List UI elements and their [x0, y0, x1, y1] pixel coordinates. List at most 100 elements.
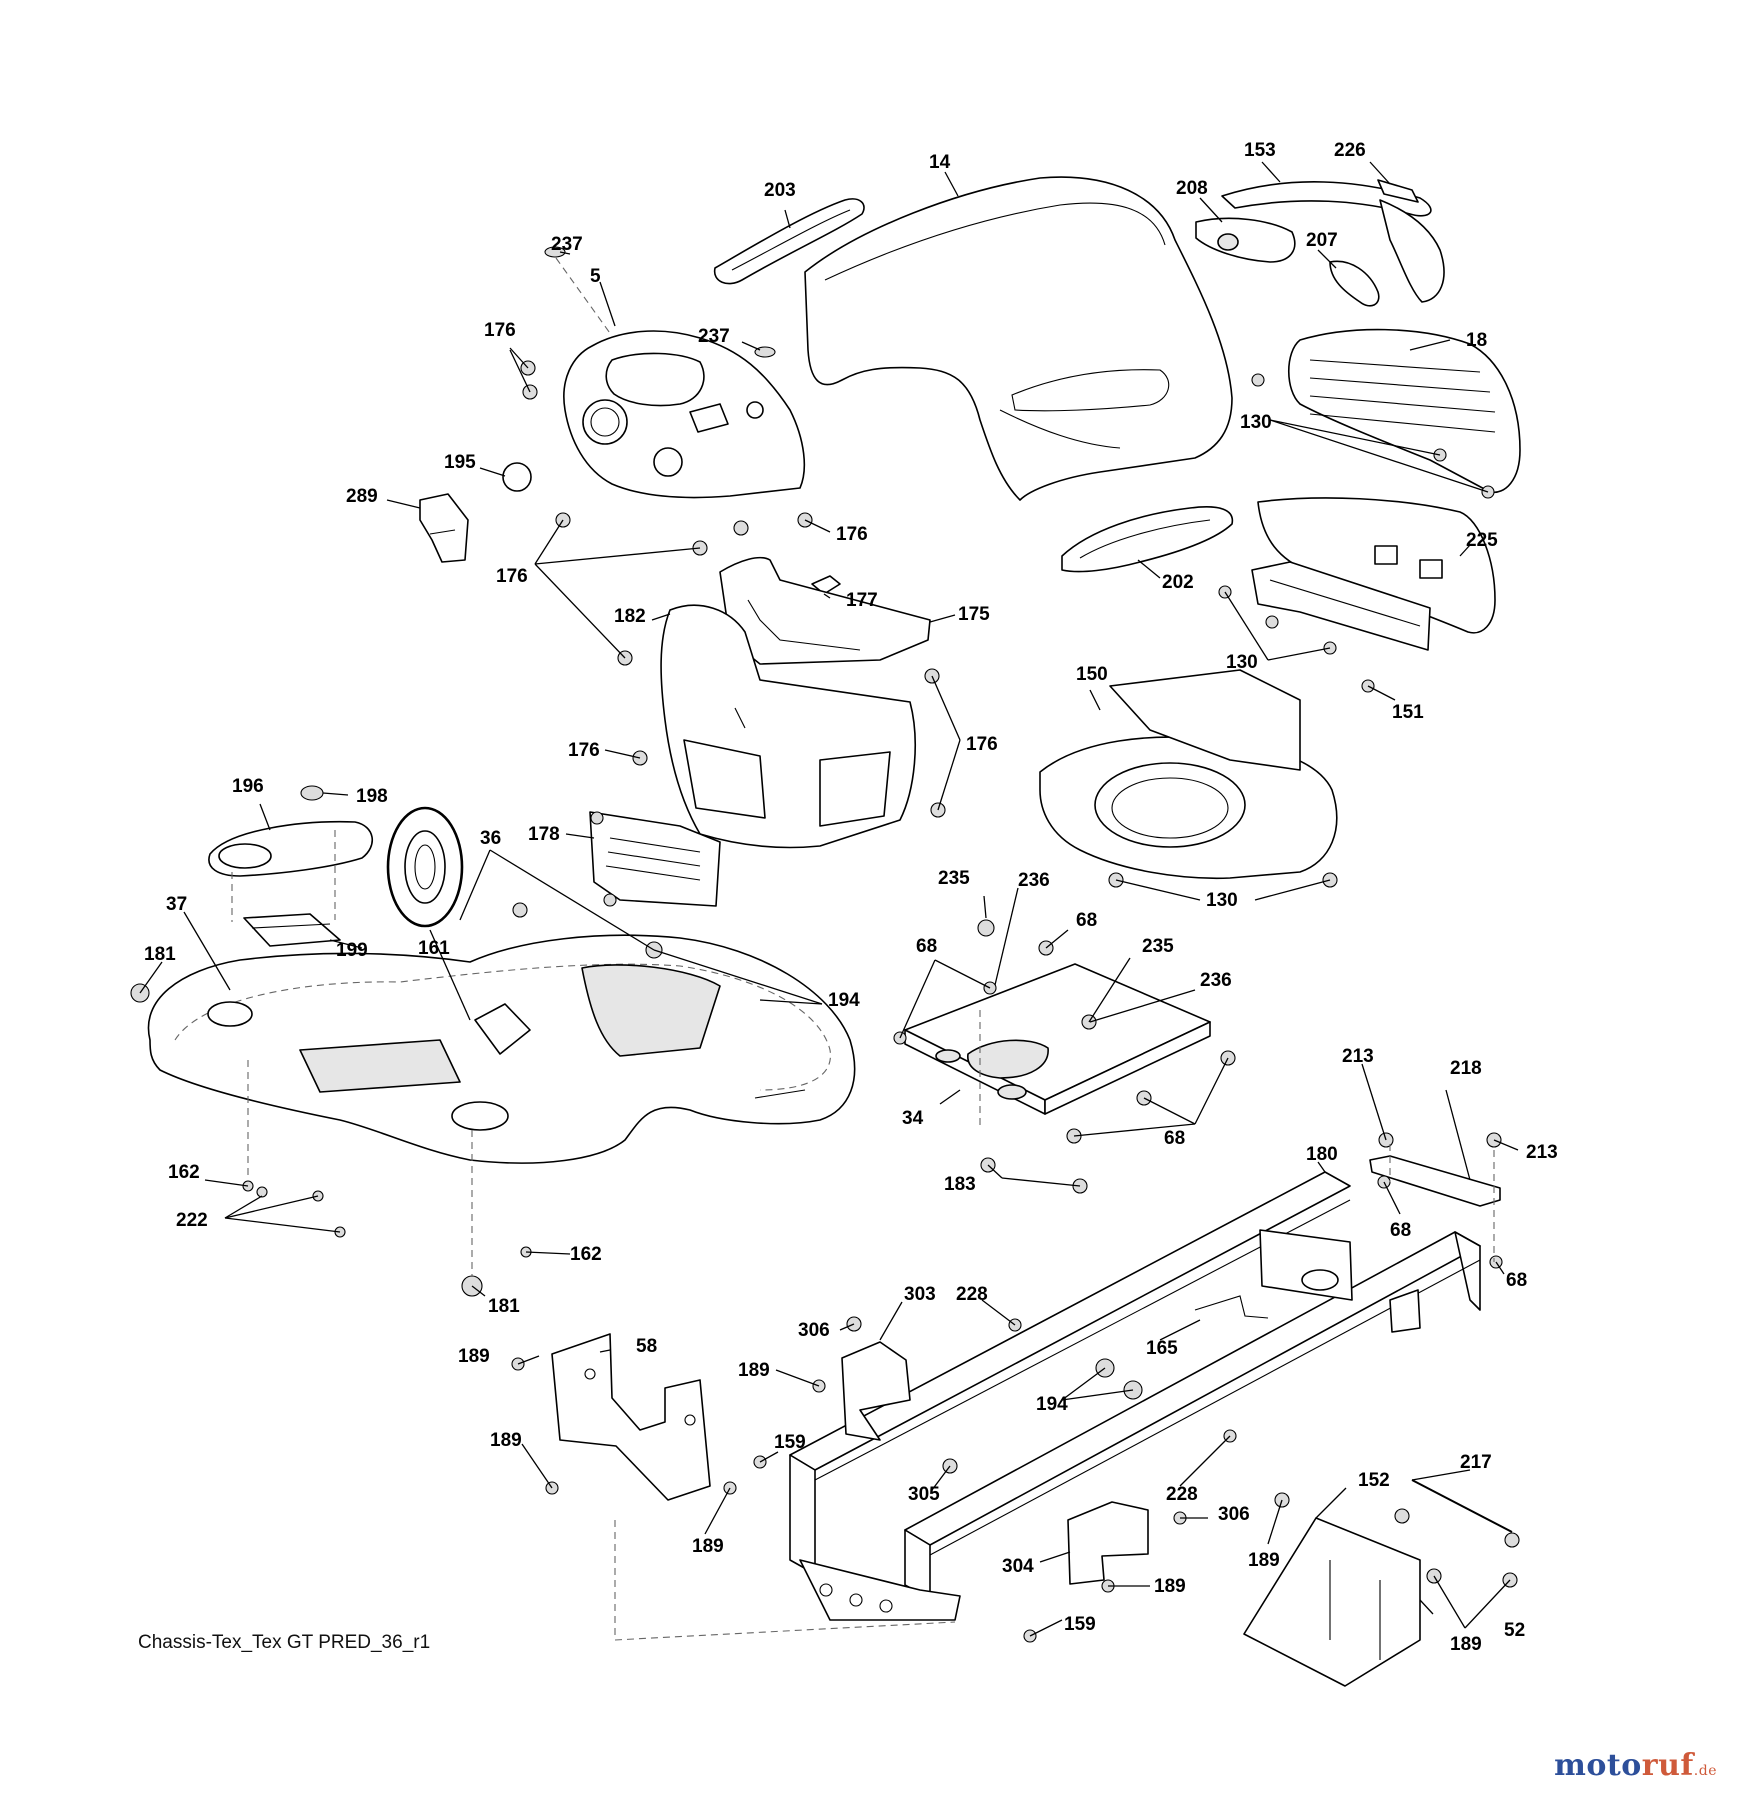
callout-36: 36	[480, 828, 501, 849]
part-37-footrest	[147, 934, 856, 1164]
part-226	[1377, 179, 1419, 203]
part-199	[243, 913, 341, 947]
callout-176: 176	[568, 740, 600, 761]
part-153	[1221, 181, 1445, 303]
part-5-dash-panel	[563, 330, 806, 499]
callout-14: 14	[929, 152, 951, 173]
callout-203: 203	[764, 180, 796, 201]
part-34-plate	[904, 963, 1211, 1115]
part-207	[1329, 260, 1380, 307]
callout-151: 151	[1392, 702, 1424, 723]
callout-37: 37	[166, 894, 187, 915]
callout-176: 176	[484, 320, 516, 341]
callout-237: 237	[698, 326, 730, 347]
callout-176: 176	[836, 524, 868, 545]
callout-217: 217	[1460, 1452, 1492, 1473]
callout-189: 189	[692, 1536, 724, 1557]
callout-159: 159	[1064, 1614, 1096, 1635]
part-165	[1194, 1295, 1269, 1319]
callout-237: 237	[551, 234, 583, 255]
watermark-brand-a: moto	[1554, 1748, 1642, 1783]
part-178-vent	[589, 811, 721, 907]
callout-235: 235	[938, 868, 970, 889]
callout-162: 162	[570, 1244, 602, 1265]
callout-213: 213	[1342, 1046, 1374, 1067]
callout-208: 208	[1176, 178, 1208, 199]
callout-306: 306	[798, 1320, 830, 1341]
part-195-plug	[502, 462, 532, 492]
callout-213: 213	[1526, 1142, 1558, 1163]
callout-198: 198	[356, 786, 388, 807]
part-150-shroud	[1039, 669, 1338, 880]
leader-lines	[139, 161, 1519, 1637]
part-18-grille	[1288, 328, 1521, 494]
part-151-bracket	[1251, 561, 1431, 651]
callout-236: 236	[1200, 970, 1232, 991]
part-225	[1257, 497, 1496, 634]
part-198-knob	[300, 785, 324, 801]
callout-228: 228	[1166, 1484, 1198, 1505]
callout-182: 182	[614, 606, 646, 627]
callout-218: 218	[1450, 1058, 1482, 1079]
part-203	[713, 198, 865, 285]
callout-165: 165	[1146, 1338, 1178, 1359]
callout-303: 303	[904, 1284, 936, 1305]
callout-177: 177	[846, 590, 878, 611]
callout-189: 189	[490, 1430, 522, 1451]
part-180-frame	[789, 1171, 1481, 1621]
hood-part	[804, 176, 1233, 501]
part-237-clip	[544, 246, 566, 258]
callout-194: 194	[828, 990, 860, 1011]
part-161-detail	[386, 806, 464, 928]
site-watermark: motoruf.de	[1554, 1748, 1717, 1783]
part-304	[1067, 1501, 1149, 1585]
callout-159: 159	[774, 1432, 806, 1453]
callout-181: 181	[488, 1296, 520, 1317]
callout-176: 176	[496, 566, 528, 587]
watermark-brand-b: ruf	[1641, 1748, 1694, 1783]
part-289	[419, 493, 469, 563]
callout-68: 68	[1506, 1270, 1527, 1291]
callout-153: 153	[1244, 140, 1276, 161]
part-217-rod	[1411, 1479, 1513, 1533]
callout-162: 162	[168, 1162, 200, 1183]
part-152-guard	[1243, 1517, 1421, 1687]
part-175-bracket	[719, 556, 931, 665]
diagram-caption: Chassis-Tex_Tex GT PRED_36_r1	[138, 1632, 431, 1653]
callouts: 14 203 237 5 176 237 195 289 176 176 153…	[144, 140, 1558, 1655]
part-303	[841, 1341, 911, 1441]
callout-236: 236	[1018, 870, 1050, 891]
callout-222: 222	[176, 1210, 208, 1231]
callout-5: 5	[590, 266, 601, 287]
callout-68: 68	[916, 936, 937, 957]
callout-68: 68	[1390, 1220, 1411, 1241]
callout-130: 130	[1240, 412, 1272, 433]
callout-150: 150	[1076, 664, 1108, 685]
part-202	[1061, 506, 1234, 573]
callout-178: 178	[528, 824, 560, 845]
watermark-domain: .de	[1693, 1763, 1717, 1779]
callout-196: 196	[232, 776, 264, 797]
callout-68: 68	[1164, 1128, 1185, 1149]
callout-304: 304	[1002, 1556, 1034, 1577]
callout-226: 226	[1334, 140, 1366, 161]
callout-130: 130	[1226, 652, 1258, 673]
callout-289: 289	[346, 486, 378, 507]
callout-199: 199	[336, 940, 368, 961]
callout-228: 228	[956, 1284, 988, 1305]
callout-58: 58	[636, 1336, 657, 1357]
callout-52: 52	[1504, 1620, 1525, 1641]
callout-225: 225	[1466, 530, 1498, 551]
callout-176: 176	[966, 734, 998, 755]
part-182-dash-lower	[660, 604, 916, 849]
callout-181: 181	[144, 944, 176, 965]
callout-189: 189	[1248, 1550, 1280, 1571]
callout-152: 152	[1358, 1470, 1390, 1491]
callout-18: 18	[1466, 330, 1487, 351]
callout-34: 34	[902, 1108, 924, 1129]
part-196	[208, 820, 373, 877]
callout-189: 189	[738, 1360, 770, 1381]
callout-305: 305	[908, 1484, 940, 1505]
callout-306: 306	[1218, 1504, 1250, 1525]
